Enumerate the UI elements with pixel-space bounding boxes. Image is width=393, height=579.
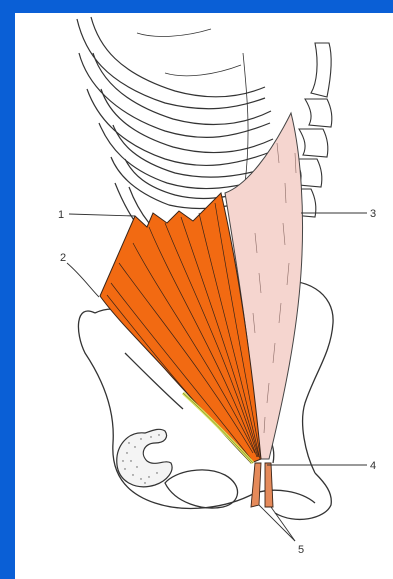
femoral-head-section bbox=[117, 429, 172, 486]
label-2: 2 bbox=[60, 252, 66, 264]
label-3: 3 bbox=[370, 208, 376, 220]
illustration-panel: 1 2 3 4 5 bbox=[15, 13, 393, 579]
label-5: 5 bbox=[298, 544, 304, 556]
conjoint-tendon bbox=[251, 463, 273, 507]
label-4: 4 bbox=[370, 460, 376, 472]
anatomy-illustration: 1 2 3 4 5 bbox=[15, 13, 393, 579]
label-1: 1 bbox=[58, 209, 64, 221]
